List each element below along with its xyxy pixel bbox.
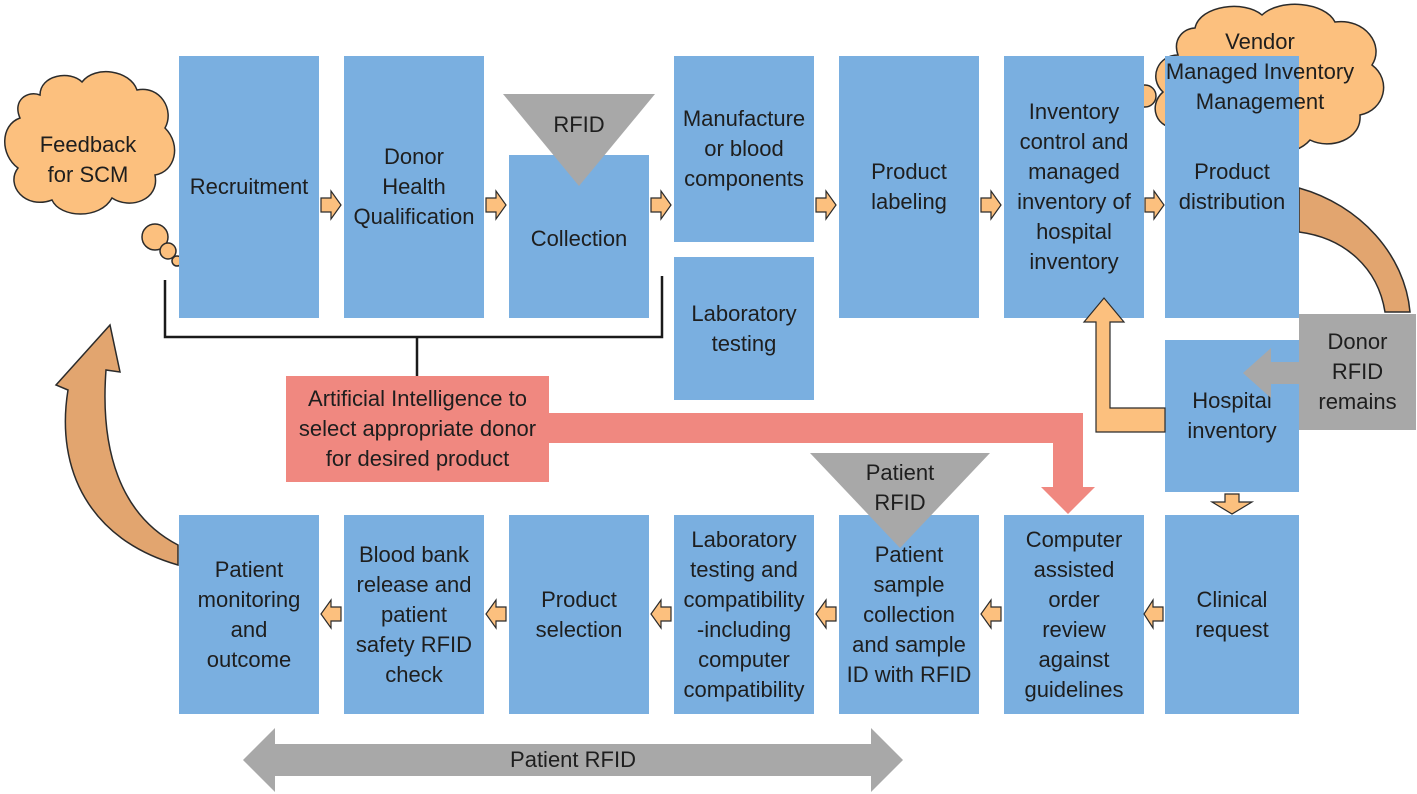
inventory-control-box: Inventory control and managed inventory …	[1004, 56, 1144, 318]
lab-compat-box: Laboratory testing and compatibility -in…	[674, 515, 814, 714]
product-selection-box: Product selection	[509, 515, 649, 714]
feedback-cloud	[4, 71, 176, 215]
ai-arrow	[549, 413, 1095, 514]
flow-arrows	[320, 189, 1255, 631]
patient-rfid-triangle	[810, 453, 990, 548]
computer-assisted-box: Computer assisted order review against g…	[1004, 515, 1144, 714]
patient-monitoring-box: Patient monitoring and outcome	[179, 515, 319, 714]
patient-sample-box: Patient sample collection and sample ID …	[839, 515, 979, 714]
arrow-left-icon	[815, 598, 837, 630]
arrow-right-icon	[320, 189, 342, 221]
patient-rfid-triangle-label: Patient RFID	[865, 460, 935, 515]
rfid-triangle	[503, 94, 655, 186]
arrow-right-icon	[485, 189, 507, 221]
recruitment-box: Recruitment	[179, 56, 319, 318]
donor-health-box: Donor Health Qualification	[344, 56, 484, 318]
arrow-left-icon	[650, 598, 672, 630]
ai-box: Artificial Intelligence to select approp…	[286, 376, 549, 482]
vendor-cloud-label: Vendor Managed Inventory Management	[1165, 29, 1355, 114]
lab-testing-box: Laboratory testing	[674, 257, 814, 400]
product-distribution-box: Product distribution	[1165, 56, 1299, 318]
arrow-right-icon	[1144, 189, 1165, 221]
arrow-left-icon	[485, 598, 507, 630]
feedback-cloud-label: Feedback for SCM	[39, 132, 137, 187]
arrow-right-icon	[650, 189, 672, 221]
manufacture-box: Manufacture or blood components	[674, 56, 814, 242]
arrow-left-icon	[320, 598, 342, 630]
blood-bank-box: Blood bank release and patient safety RF…	[344, 515, 484, 714]
arrow-right-icon	[815, 189, 837, 221]
patient-rfid-double-arrow	[243, 728, 903, 792]
arrow-right-icon	[980, 189, 1002, 221]
feedback-curved-arrow	[54, 323, 179, 566]
product-labeling-box: Product labeling	[839, 56, 979, 318]
ai-bracket	[163, 276, 664, 376]
donor-rfid-box	[1299, 314, 1416, 430]
distribution-curved-arrow	[1298, 187, 1411, 313]
donor-rfid-arrow	[1243, 348, 1299, 398]
arrow-left-icon	[980, 598, 1002, 630]
arrow-up-elbow	[1082, 297, 1166, 433]
clinical-request-box: Clinical request	[1165, 515, 1299, 714]
arrow-left-icon	[1143, 597, 1164, 631]
patient-rfid-bar-label: Patient RFID	[510, 747, 636, 772]
arrow-down-icon	[1209, 493, 1255, 515]
donor-rfid-label: Donor RFID remains	[1318, 329, 1397, 414]
feedback-bubble-2	[159, 242, 177, 260]
feedback-bubble-1	[141, 223, 169, 251]
rfid-label: RFID	[553, 112, 605, 137]
